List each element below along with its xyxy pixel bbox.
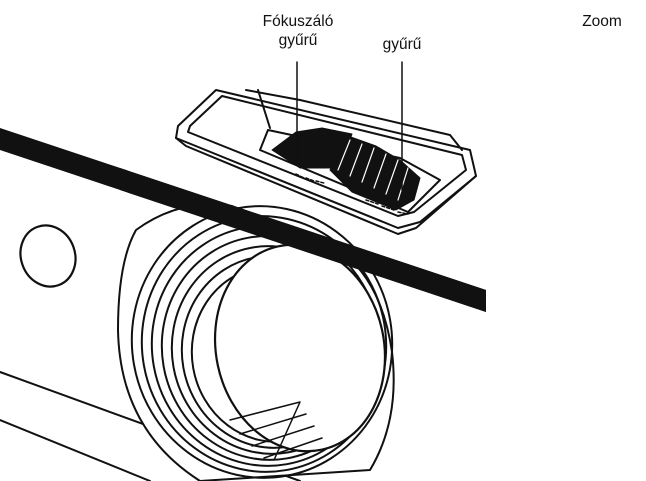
focus-ring-label: Fókuszáló gyűrű xyxy=(228,12,368,50)
focus-ring-label-line1: Fókuszáló xyxy=(262,13,334,30)
zoom-ring-knurl xyxy=(329,135,421,215)
lens-barrel xyxy=(117,203,395,481)
lens-grooves xyxy=(229,401,323,461)
focus-ring-knurl xyxy=(271,127,353,184)
housing-top-edge xyxy=(245,89,463,151)
zoom-ring-label-line2: gyűrű xyxy=(362,35,442,54)
zoom-ring-label-text2: gyűrű xyxy=(382,36,422,53)
zoom-ring-label-text1: Zoom xyxy=(582,13,622,30)
zoom-ring-label-line1: Zoom xyxy=(562,12,642,31)
lens-glass xyxy=(213,243,387,453)
leader-lines xyxy=(296,61,403,191)
front-sensor xyxy=(19,224,77,288)
focus-ring-label-line2: gyűrű xyxy=(278,32,318,49)
housing-lower-lip xyxy=(175,137,477,235)
body-top-edge-front xyxy=(120,168,486,312)
body-bottom-edge xyxy=(0,419,151,481)
